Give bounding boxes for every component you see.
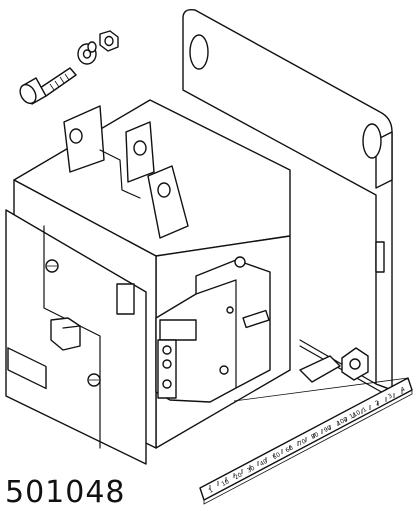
screw-bolt [19,67,77,105]
ruler-label: 20 [233,471,243,481]
ruler-label: 1 [208,487,215,495]
screw-kit [19,30,119,105]
terminal-posts [63,105,189,239]
ruler-label: 4 [400,386,407,394]
ruler-label: 40 [259,458,269,468]
mounting-screw [299,347,369,383]
cover-screw-top [45,259,59,273]
ruler-label: 110 [348,409,362,421]
auxiliary-contact-block [155,256,271,403]
part-number: 501048 [5,475,126,510]
ruler-label: 90 [323,424,333,434]
ruler-label: 30 [246,465,256,475]
ruler-label: 3 [387,392,394,400]
mounting-plate [182,8,393,399]
ruler-label: 60 [284,445,294,455]
ruler-label: 2 [374,399,381,407]
indicator-window [116,283,135,315]
ruler-label: 100 [336,416,350,428]
selector-knob [50,317,81,351]
ruler-label: 80 [310,431,320,441]
lock-washer [87,41,97,53]
ruler-label: 50 [272,451,282,461]
ruler-label: 70 [297,438,307,448]
cover-screw-bottom [87,373,101,387]
ruler-label: 1 [361,406,368,414]
label-window [7,347,47,390]
hex-nut [99,30,119,52]
ruler-label: 10 [220,478,230,488]
